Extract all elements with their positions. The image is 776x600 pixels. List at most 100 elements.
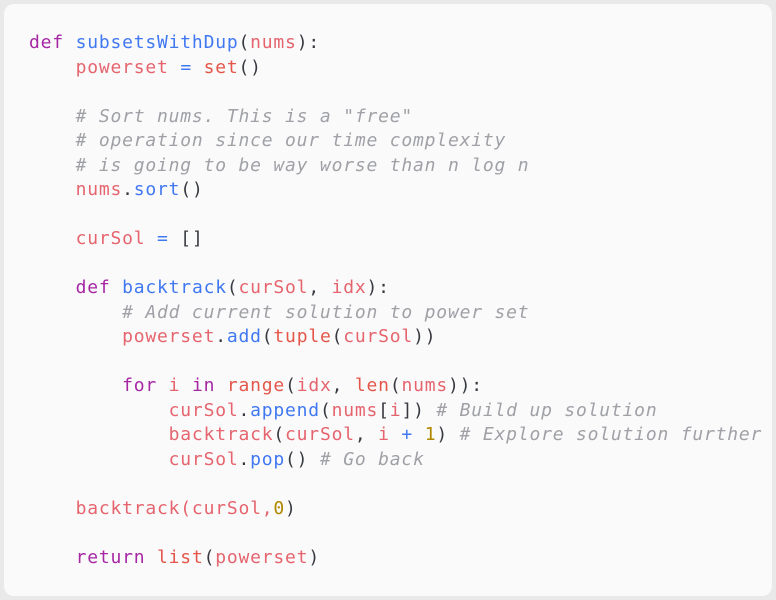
- code-token-bi: len: [354, 375, 390, 396]
- code-token-p: [29, 130, 76, 151]
- code-token-p: ,: [308, 277, 332, 298]
- code-token-fn: backtrack: [122, 277, 227, 298]
- code-token-p: .: [122, 179, 134, 200]
- code-token-p: [29, 375, 122, 396]
- code-token-com: # is going to be way worse than n log n: [75, 154, 530, 176]
- code-token-fn: append: [250, 399, 320, 421]
- code-token-p: [29, 449, 169, 470]
- code-token-p: ): [436, 424, 460, 445]
- code-token-op: =: [180, 56, 192, 78]
- code-line: def subsetsWithDup(nums):: [29, 31, 747, 56]
- code-token-var: backtrack: [168, 424, 274, 445]
- code-token-com: # Explore solution further: [459, 424, 763, 445]
- code-token-p: (: [389, 375, 402, 396]
- code-token-p: [29, 302, 122, 323]
- code-token-num: 0: [273, 497, 286, 519]
- code-token-p: (: [319, 399, 332, 421]
- code-token-p: (: [285, 375, 297, 396]
- code-token-p: []: [168, 228, 204, 249]
- code-token-p: [29, 57, 76, 78]
- code-token-p: [29, 498, 76, 519]
- code-token-p: .: [215, 326, 227, 347]
- code-token-p: (: [273, 424, 286, 445]
- code-token-kw: for: [122, 375, 158, 396]
- code-token-com: # Sort nums. This is a "free": [75, 105, 414, 127]
- code-token-p: [: [378, 399, 390, 421]
- code-token-var: curSol: [168, 448, 239, 470]
- code-token-p: (: [238, 32, 251, 53]
- code-token-op: +: [401, 424, 414, 445]
- code-token-p: .: [238, 399, 251, 421]
- code-line: # Sort nums. This is a "free": [29, 105, 747, 130]
- code-token-var: powerset: [75, 56, 169, 78]
- code-token-fn: add: [226, 326, 262, 347]
- code-line: for i in range(idx, len(nums)):: [29, 374, 747, 399]
- code-token-p: [29, 326, 122, 347]
- code-token-p: [29, 155, 76, 176]
- code-token-p: (: [261, 326, 274, 347]
- code-token-p: (): [285, 448, 320, 470]
- code-token-var: curSol: [343, 326, 414, 347]
- code-line: def backtrack(curSol, idx):: [29, 276, 747, 301]
- code-token-fn: subsetsWithDup: [75, 32, 239, 53]
- code-token-p: ,: [331, 375, 355, 396]
- code-line: curSol.append(nums[i]) # Build up soluti…: [29, 399, 747, 424]
- code-token-p: [29, 277, 76, 298]
- code-token-p: [29, 228, 76, 249]
- code-token-var: nums: [75, 179, 123, 200]
- code-line: curSol = []: [29, 227, 747, 252]
- code-token-op: =: [157, 228, 169, 249]
- code-card: def subsetsWithDup(nums): powerset = set…: [4, 4, 772, 596]
- code-line: return list(powerset): [29, 546, 747, 571]
- code-token-p: [145, 547, 157, 568]
- code-line: [29, 521, 747, 546]
- code-token-kw: def: [29, 32, 64, 53]
- code-token-p: [192, 57, 204, 78]
- code-token-p: ]): [401, 399, 437, 421]
- code-line: # Add current solution to power set: [29, 301, 747, 326]
- code-token-p: [110, 277, 122, 298]
- code-token-com: # Add current solution to power set: [122, 301, 530, 323]
- code-token-var: nums: [401, 375, 449, 396]
- code-token-var: curSol: [168, 399, 239, 421]
- code-token-kw: in: [191, 375, 216, 396]
- code-token-p: )):: [448, 375, 483, 396]
- code-token-p: ):: [366, 277, 390, 298]
- code-token-p: [413, 424, 425, 445]
- code-line: # operation since our time complexity: [29, 129, 747, 154]
- code-token-var: curSol: [285, 424, 355, 445]
- code-token-bi: list: [157, 546, 204, 568]
- code-token-bi: range: [226, 375, 286, 396]
- code-token-num: 1: [424, 424, 437, 445]
- code-token-p: [64, 32, 76, 53]
- code-token-fn: sort: [133, 179, 181, 200]
- code-line: nums.sort(): [29, 178, 747, 203]
- code-token-bi: tuple: [273, 326, 332, 347]
- code-token-p: [169, 57, 181, 78]
- code-line: backtrack(curSol, i + 1) # Explore solut…: [29, 423, 762, 448]
- code-token-var: curSol: [75, 228, 146, 249]
- code-token-p: [145, 228, 157, 249]
- code-token-com: # Go back: [319, 448, 425, 470]
- code-token-p: ): [308, 546, 320, 568]
- code-token-p: (): [180, 179, 204, 200]
- code-token-var: i: [378, 424, 390, 445]
- code-token-p: (: [226, 277, 239, 298]
- code-token-var: backtrack(curSol,: [75, 497, 274, 519]
- code-token-com: # Build up solution: [436, 399, 658, 421]
- code-token-p: .: [238, 448, 251, 470]
- code-token-p: (: [203, 546, 216, 568]
- code-line: [29, 350, 747, 375]
- code-token-p: [29, 179, 76, 200]
- code-token-p: (): [238, 56, 262, 78]
- code-line: powerset.add(tuple(curSol)): [29, 325, 747, 350]
- code-token-p: [157, 375, 169, 396]
- code-line: backtrack(curSol,0): [29, 497, 747, 522]
- code-token-p: ,: [354, 424, 379, 445]
- code-token-var: i: [168, 375, 181, 396]
- code-token-p: [215, 375, 227, 396]
- code-token-p: )): [413, 326, 437, 347]
- code-token-bi: set: [203, 56, 239, 78]
- code-token-var: idx: [331, 277, 367, 298]
- code-token-var: curSol: [238, 277, 309, 298]
